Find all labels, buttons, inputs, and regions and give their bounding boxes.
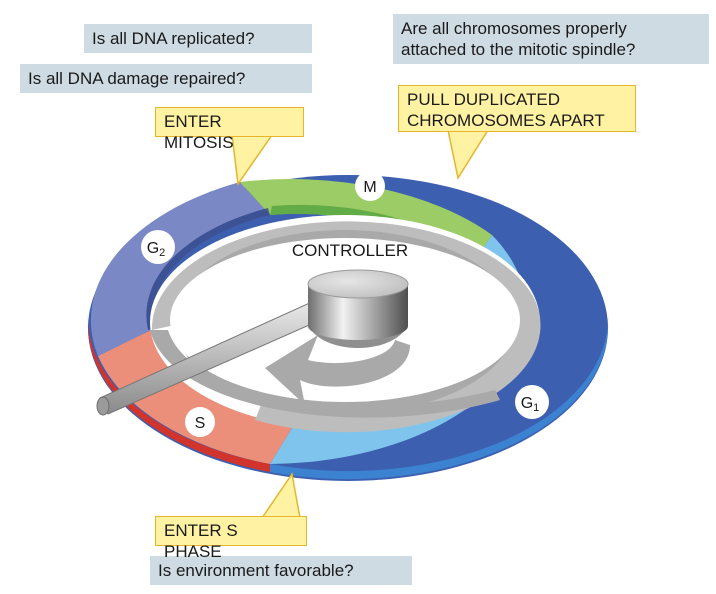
- controller-label: CONTROLLER: [292, 241, 408, 260]
- transition-pull-apart: PULL DUPLICATED CHROMOSOMES APART: [398, 85, 636, 132]
- phase-segment-s: [98, 328, 298, 464]
- enter-s-phase-pointer: [260, 472, 301, 519]
- phase-segment-m: [240, 179, 492, 268]
- enter-mitosis-pointer: [231, 134, 274, 187]
- phase-label-m: M: [355, 171, 385, 201]
- question-environment: Is environment favorable?: [150, 556, 412, 585]
- transition-enter-mitosis: ENTER MITOSIS: [155, 107, 304, 152]
- question-dna-replicated: Is all DNA replicated?: [84, 24, 312, 53]
- pull-apart-pointer: [447, 129, 490, 180]
- svg-text:S: S: [195, 415, 206, 432]
- question-dna-damage: Is all DNA damage repaired?: [20, 64, 312, 93]
- phase-label-s: S: [185, 407, 215, 437]
- question-chromosomes-attached: Are all chromosomes properly attached to…: [393, 14, 709, 64]
- svg-text:G1: G1: [521, 395, 540, 414]
- rotation-arrow: [265, 335, 410, 405]
- svg-text:M: M: [363, 179, 376, 196]
- transition-enter-s-phase: ENTER S PHASE: [155, 516, 307, 561]
- phase-label-g2: G2: [141, 230, 175, 264]
- phase-label-g1: G1: [515, 385, 549, 419]
- svg-text:G2: G2: [147, 240, 166, 259]
- controller-cylinder: [307, 269, 409, 348]
